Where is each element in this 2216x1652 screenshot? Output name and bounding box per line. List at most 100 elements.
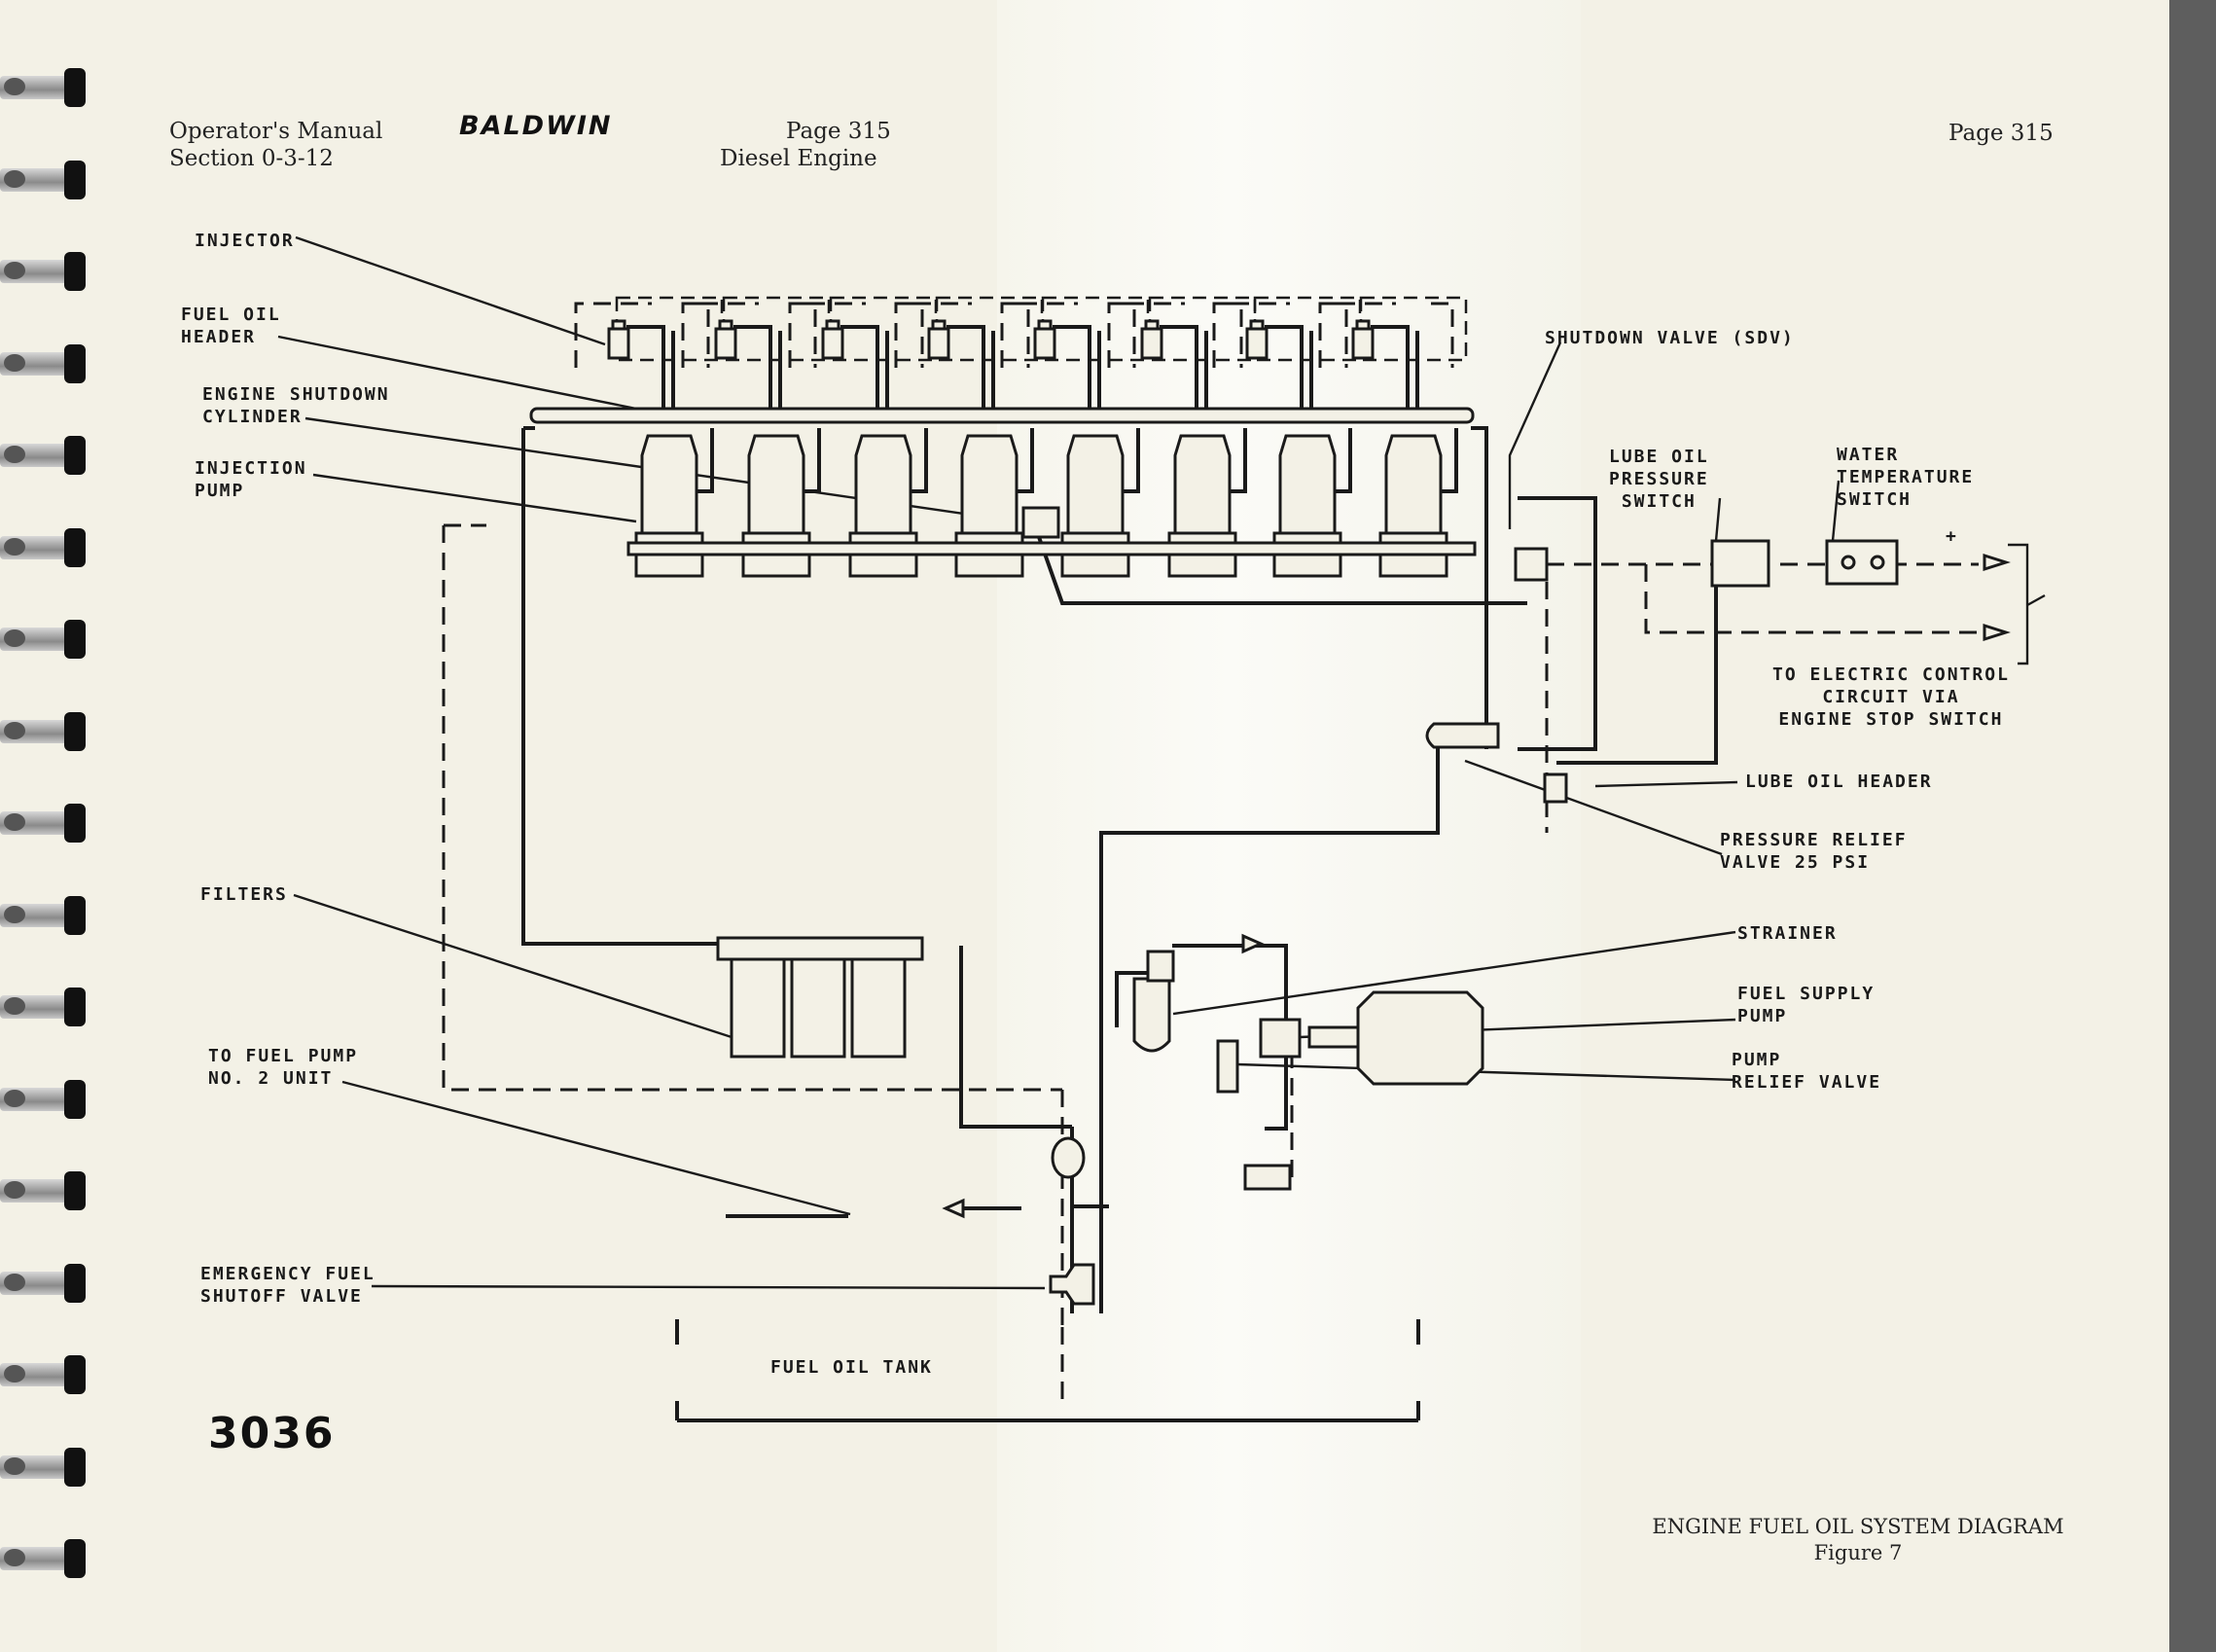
page-number-center: Page 315 [786, 119, 891, 144]
strainer-cap [1146, 950, 1175, 983]
injector-body [714, 327, 737, 360]
pump-return-line [1123, 428, 1140, 493]
dash-return-to-tank [442, 523, 1064, 1333]
page-stamp-number: 3036 [208, 1409, 336, 1458]
fuel-return-line [521, 428, 718, 946]
injector-body [1140, 327, 1163, 360]
shutdown-linkage [1037, 536, 1527, 605]
leader-line [1172, 930, 1736, 1016]
binding-ring [0, 620, 89, 659]
injector-line [1053, 325, 1091, 418]
fuel-oil-header-pipe [529, 407, 1475, 424]
binding-ring [0, 711, 89, 751]
leader-line [295, 235, 606, 346]
section-number: Section 0-3-12 [169, 146, 334, 171]
binding-ring [0, 436, 89, 475]
pump-return-line [1230, 428, 1247, 493]
switch-terminal [1841, 555, 1856, 570]
foldout-strip [997, 0, 1581, 1652]
label-plus: + [1946, 526, 1958, 547]
injector-body [821, 327, 844, 360]
label-injector: INJECTOR [195, 231, 295, 251]
binding-ring [0, 68, 89, 107]
pump-return-line [697, 428, 714, 493]
filter-outlet-line [959, 946, 1072, 1129]
filter-cartridge [790, 957, 846, 1059]
pump-motor [1356, 990, 1484, 1086]
leader-line [341, 1080, 851, 1216]
label-pump-relief-valve: PUMP RELIEF VALVE [1732, 1050, 1882, 1093]
arrow-head [942, 1198, 965, 1219]
filter-cartridge [850, 957, 907, 1059]
pump-return-line [1017, 428, 1034, 493]
fuel-oil-tank [675, 1319, 1420, 1422]
binding-ring [0, 1079, 89, 1119]
binding-ring [0, 1355, 89, 1394]
injector-dash-outline [1000, 302, 1136, 368]
check-valve [1051, 1136, 1086, 1179]
lube-oil-pressure-switch [1710, 539, 1770, 588]
page-number-right: Page 315 [1948, 121, 2054, 146]
injector-body [1245, 327, 1269, 360]
label-shutdown-valve: SHUTDOWN VALVE (SDV) [1545, 328, 1795, 348]
return-up-line [1099, 739, 1440, 1313]
binding-ring [0, 252, 89, 291]
leader-line [371, 1284, 1046, 1290]
label-pressure-relief-valve: PRESSURE RELIEF VALVE 25 PSI [1720, 830, 1908, 873]
injector-line [1265, 325, 1304, 418]
leader-line [277, 335, 637, 411]
page-edge-shadow [2169, 0, 2216, 1652]
figure-title: ENGINE FUEL OIL SYSTEM DIAGRAM [1652, 1515, 2064, 1538]
filter-cartridge [730, 957, 786, 1059]
injector-body [1351, 327, 1375, 360]
label-fuel-supply-pump: FUEL SUPPLY PUMP [1737, 984, 1876, 1026]
lube-oil-header-fitting [1543, 772, 1568, 804]
injector-tip [1037, 319, 1053, 331]
label-engine-shutdown-cylinder: ENGINE SHUTDOWN CYLINDER [202, 384, 390, 427]
injection-pump-body [854, 434, 912, 535]
injector-dash-outline [1318, 302, 1454, 368]
water-temperature-switch [1825, 539, 1899, 586]
pump-relief-valve [1216, 1039, 1239, 1094]
fuel-supply-pump [1259, 1018, 1302, 1059]
manual-title: Operator's Manual [169, 119, 383, 144]
label-fuel-oil-tank: FUEL OIL TANK [770, 1357, 933, 1378]
pump-return-line [804, 428, 821, 493]
binding-ring [0, 988, 89, 1026]
injector-dash-outline [574, 302, 710, 368]
injector-dash-outline [1107, 302, 1243, 368]
injection-pump-body [1278, 434, 1337, 535]
leader-line [1831, 480, 1841, 542]
binding-ring [0, 527, 89, 567]
binding-ring [0, 895, 89, 935]
injector-dash-outline [1212, 302, 1348, 368]
injector-line [840, 325, 879, 418]
pump-return-line [1441, 428, 1458, 493]
injector-line [1160, 325, 1198, 418]
label-to-fuel-pump: TO FUEL PUMP NO. 2 UNIT [208, 1046, 359, 1089]
header-right-line [1471, 426, 1488, 749]
injector-tip [1355, 319, 1371, 331]
injector-tip [1249, 319, 1265, 331]
binding-ring [0, 804, 89, 843]
arrow-head [1241, 933, 1265, 954]
binding-ring [0, 160, 89, 199]
drain-valve [1243, 1164, 1292, 1191]
injection-pump-body [960, 434, 1019, 535]
leader-line [1464, 759, 1723, 856]
engine-shutdown-cylinder [1021, 506, 1060, 539]
section-title: Diesel Engine [720, 146, 877, 171]
signal-bracket [2008, 543, 2046, 665]
emergency-shutoff-valve [1049, 1263, 1095, 1306]
injector-line [733, 325, 772, 418]
shutdown-valve [1514, 547, 1549, 582]
label-injection-pump: INJECTION PUMP [195, 458, 307, 501]
filter-header [716, 936, 924, 961]
sdv-loop [1518, 496, 1597, 751]
label-strainer: STRAINER [1737, 923, 1838, 944]
injector-body [607, 327, 630, 360]
injection-pump-body [640, 434, 698, 535]
injection-pump-body [1173, 434, 1232, 535]
figure-number: Figure 7 [1813, 1541, 1903, 1564]
